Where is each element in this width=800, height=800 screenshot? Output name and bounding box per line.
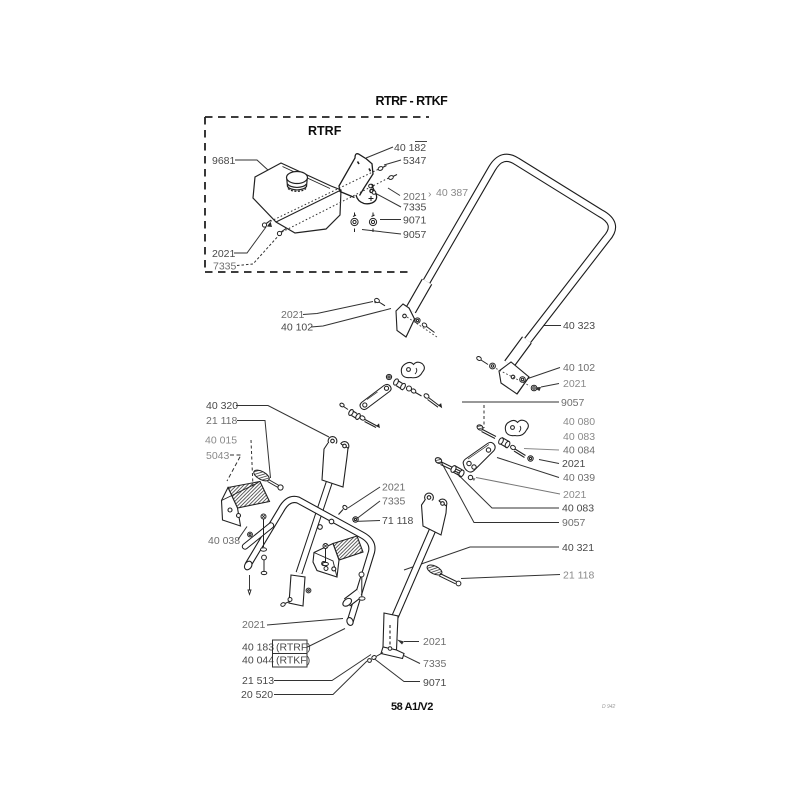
svg-text:7335: 7335 — [382, 496, 406, 508]
svg-text:40 183: 40 183 — [242, 642, 274, 654]
svg-text:40 102: 40 102 — [563, 362, 595, 374]
svg-text:2021: 2021 — [403, 191, 427, 203]
svg-text:40 387: 40 387 — [436, 187, 468, 199]
svg-text:7335: 7335 — [213, 261, 237, 273]
svg-text:21 118: 21 118 — [206, 415, 237, 427]
svg-text:RTRF: RTRF — [308, 124, 342, 138]
svg-text:40 102: 40 102 — [281, 322, 313, 334]
svg-text:9057: 9057 — [561, 397, 585, 409]
svg-text:2021: 2021 — [562, 458, 586, 470]
svg-text:2021: 2021 — [563, 378, 587, 390]
svg-text:2021: 2021 — [563, 489, 587, 501]
svg-text:21 118: 21 118 — [563, 570, 594, 582]
svg-text:9681: 9681 — [212, 155, 236, 167]
svg-text:5043: 5043 — [206, 450, 230, 462]
svg-text:40 083: 40 083 — [562, 503, 594, 515]
svg-text:40 084: 40 084 — [563, 445, 595, 457]
svg-text:40 080: 40 080 — [563, 416, 595, 428]
svg-text:RTRF - RTKF: RTRF - RTKF — [376, 94, 449, 108]
svg-text:D 942: D 942 — [602, 704, 616, 710]
svg-text:40 320: 40 320 — [206, 400, 238, 412]
svg-text:2021: 2021 — [382, 482, 406, 494]
svg-text:20 520: 20 520 — [241, 689, 273, 701]
svg-text:40 015: 40 015 — [205, 435, 237, 447]
svg-text:71 118: 71 118 — [382, 515, 413, 527]
svg-text:40 323: 40 323 — [563, 320, 595, 332]
svg-text:2021: 2021 — [212, 248, 236, 260]
svg-text:7335: 7335 — [403, 202, 427, 214]
svg-text:9057: 9057 — [403, 229, 427, 241]
svg-text:40 044: 40 044 — [242, 655, 274, 667]
svg-text:2021: 2021 — [242, 619, 266, 631]
svg-text:40 083: 40 083 — [563, 431, 595, 443]
svg-text:5347: 5347 — [403, 155, 427, 167]
svg-text:40 321: 40 321 — [562, 542, 594, 554]
svg-text:9071: 9071 — [403, 215, 427, 227]
svg-text:›: › — [428, 188, 432, 200]
svg-text:9071: 9071 — [423, 677, 447, 689]
svg-text:58 A1/V2: 58 A1/V2 — [391, 701, 433, 713]
svg-text:21 513: 21 513 — [242, 675, 274, 687]
svg-text:40 182: 40 182 — [394, 142, 426, 154]
svg-text:40 038: 40 038 — [208, 535, 240, 547]
svg-text:2021: 2021 — [281, 309, 305, 321]
svg-text:40 039: 40 039 — [563, 472, 595, 484]
svg-text:(RTRF): (RTRF) — [276, 642, 311, 654]
svg-text:2021: 2021 — [423, 636, 447, 648]
svg-text:9057: 9057 — [562, 517, 586, 529]
svg-text:(RTKF): (RTKF) — [276, 655, 310, 667]
svg-text:7335: 7335 — [423, 658, 447, 670]
